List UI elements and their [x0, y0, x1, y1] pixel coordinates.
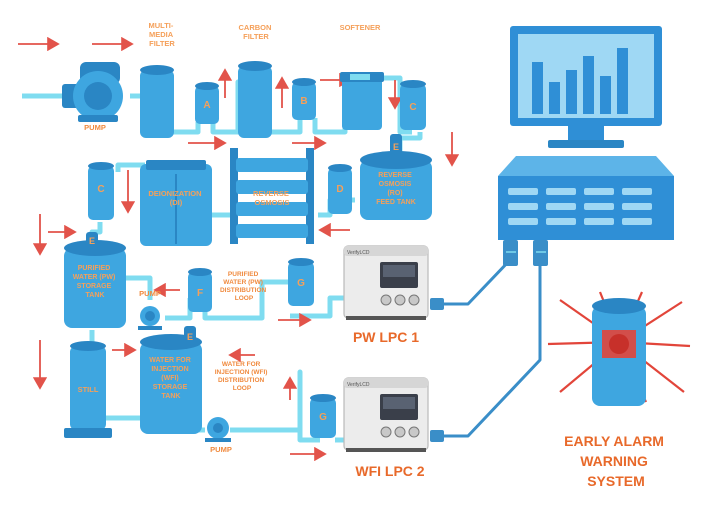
pw-storage-tank-label: PURIFIED WATER (PW) STORAGE TANK: [73, 265, 118, 299]
still-label: STILL: [78, 385, 99, 394]
sample-point-g-top-label: G: [297, 278, 305, 289]
reverse-osmosis-label: REVERSE OSMOSIS: [253, 189, 291, 207]
sample-point-f: [188, 268, 212, 312]
sample-point-g-top: [288, 258, 314, 306]
sample-point-c-mid-label: C: [97, 184, 104, 195]
pump-top-label: PUMP: [84, 123, 106, 132]
deionization-vessel: [140, 160, 212, 246]
sample-point-c-top-label: C: [409, 102, 416, 113]
sample-point-a-label: A: [203, 100, 210, 111]
sample-point-d: [328, 164, 352, 214]
sample-point-c-top: [400, 80, 426, 130]
ethernet-connector: [430, 240, 548, 442]
sample-point-f-label: F: [197, 288, 203, 299]
pw-loop-label: PURIFIED WATER (PW) DISTRIBUTION LOOP: [220, 271, 268, 302]
pw-lpc-device: [343, 245, 429, 320]
sample-point-d-label: D: [336, 184, 343, 195]
ro-feed-tank-vessel: [360, 134, 432, 220]
sample-point-b-label: B: [300, 96, 307, 107]
pw-lpc-label: PW LPC 1: [353, 329, 419, 345]
softener-vessel: [340, 72, 384, 130]
sample-point-g-bottom-label: G: [319, 412, 327, 423]
alarm-vessel: [592, 298, 646, 406]
monitoring-computer: [498, 26, 674, 240]
wfi-storage-tank-label: WATER FOR INJECTION (WFI) STORAGE TANK: [149, 357, 192, 400]
flow-arrows: [18, 36, 460, 462]
pump-top: [62, 62, 123, 122]
pw-lpc-brand: VerifyLCD: [347, 250, 370, 256]
still-vessel: [64, 341, 112, 438]
multimedia-filter-label: MULTI- MEDIA FILTER: [149, 21, 176, 48]
pw-storage-tank-vessel: [64, 232, 126, 328]
pump-mid-label: PUMP: [139, 289, 161, 298]
sample-point-e-pw-label: E: [89, 236, 95, 246]
sample-point-a: [195, 82, 219, 124]
sample-point-e-wfi-label: E: [187, 332, 193, 342]
carbon-filter-vessel: [238, 61, 272, 138]
sample-point-e-top-label: E: [393, 142, 399, 152]
wfi-lpc-label: WFI LPC 2: [355, 463, 424, 479]
wfi-lpc-brand: VerifyLCD: [347, 382, 370, 388]
network-cables: [430, 240, 542, 438]
pump-bottom: [205, 417, 231, 442]
sample-point-b: [292, 78, 316, 120]
multimedia-filter-vessel: [140, 65, 174, 138]
softener-label: SOFTENER: [340, 23, 381, 32]
wfi-loop-label: WATER FOR INJECTION (WFI) DISTRIBUTION L…: [215, 361, 270, 392]
sample-point-g-bottom: [310, 394, 336, 438]
sample-point-c-mid: [88, 162, 114, 220]
deionization-label: DEIONIZATION (DI): [148, 189, 203, 207]
ro-feed-tank-label: REVERSE OSMOSIS (RO) FEED TANK: [376, 172, 416, 206]
early-alarm-label: EARLY ALARM WARNING SYSTEM: [564, 433, 668, 489]
pump-mid: [138, 306, 162, 330]
reverse-osmosis-rack: [230, 148, 314, 244]
pump-bottom-label: PUMP: [210, 445, 232, 454]
carbon-filter-label: CARBON FILTER: [238, 23, 273, 41]
wfi-lpc-device: [343, 377, 429, 452]
wfi-storage-tank-vessel: [140, 326, 202, 434]
